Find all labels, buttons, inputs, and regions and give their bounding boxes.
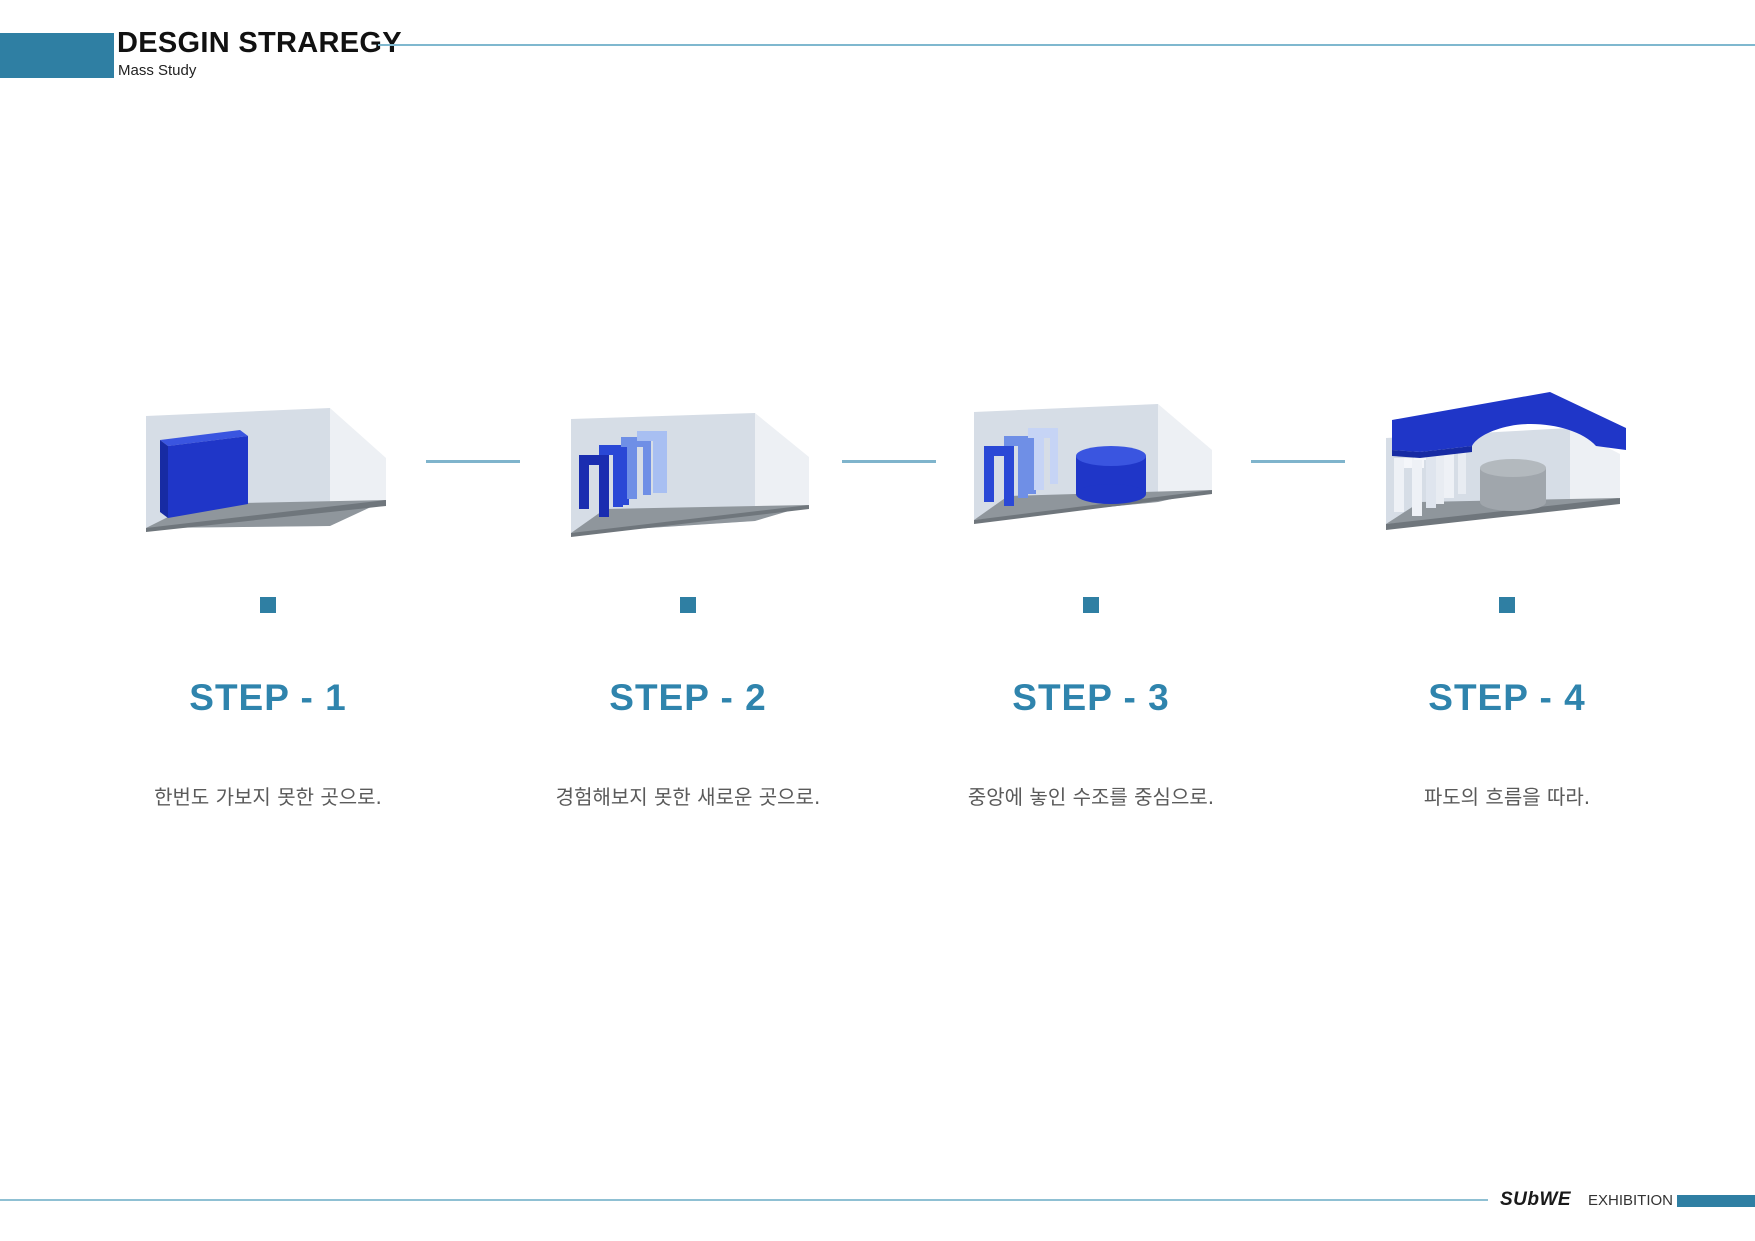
step-3-caption: 중앙에 놓인 수조를 중심으로.: [967, 785, 1215, 809]
step-2-illustration: [571, 413, 809, 537]
page-title: DESGIN STRAREGY: [117, 27, 402, 59]
step-4-marker: [1499, 597, 1515, 613]
step-connector-2: [842, 460, 936, 463]
step-4-caption: 파도의 흐름을 따라.: [1423, 785, 1591, 809]
step-2-title: STEP - 2: [609, 677, 767, 718]
step-3-illustration: [974, 404, 1212, 524]
step-4-title: STEP - 4: [1428, 677, 1586, 718]
footer-accent-block: [1677, 1195, 1755, 1207]
step-3-marker: [1083, 597, 1099, 613]
step-1-title: STEP - 1: [189, 677, 347, 718]
footer-brand-logo: SUbWE: [1500, 1189, 1572, 1210]
footer-rule: [0, 1199, 1488, 1201]
page-subtitle: Mass Study: [118, 62, 197, 79]
step-2-marker: [680, 597, 696, 613]
step-1-marker: [260, 597, 276, 613]
step-3-title: STEP - 3: [1012, 677, 1170, 718]
header-accent-block: [0, 33, 114, 78]
step-4-illustration: [1386, 392, 1626, 530]
step-1-illustration: [146, 408, 386, 532]
step-2-caption: 경험해보지 못한 새로운 곳으로.: [555, 785, 821, 809]
step-connector-1: [426, 460, 520, 463]
footer-label: EXHIBITION: [1588, 1192, 1674, 1209]
header-rule: [378, 44, 1755, 46]
step-connector-3: [1251, 460, 1345, 463]
step-1-caption: 한번도 가보지 못한 곳으로.: [154, 785, 382, 809]
